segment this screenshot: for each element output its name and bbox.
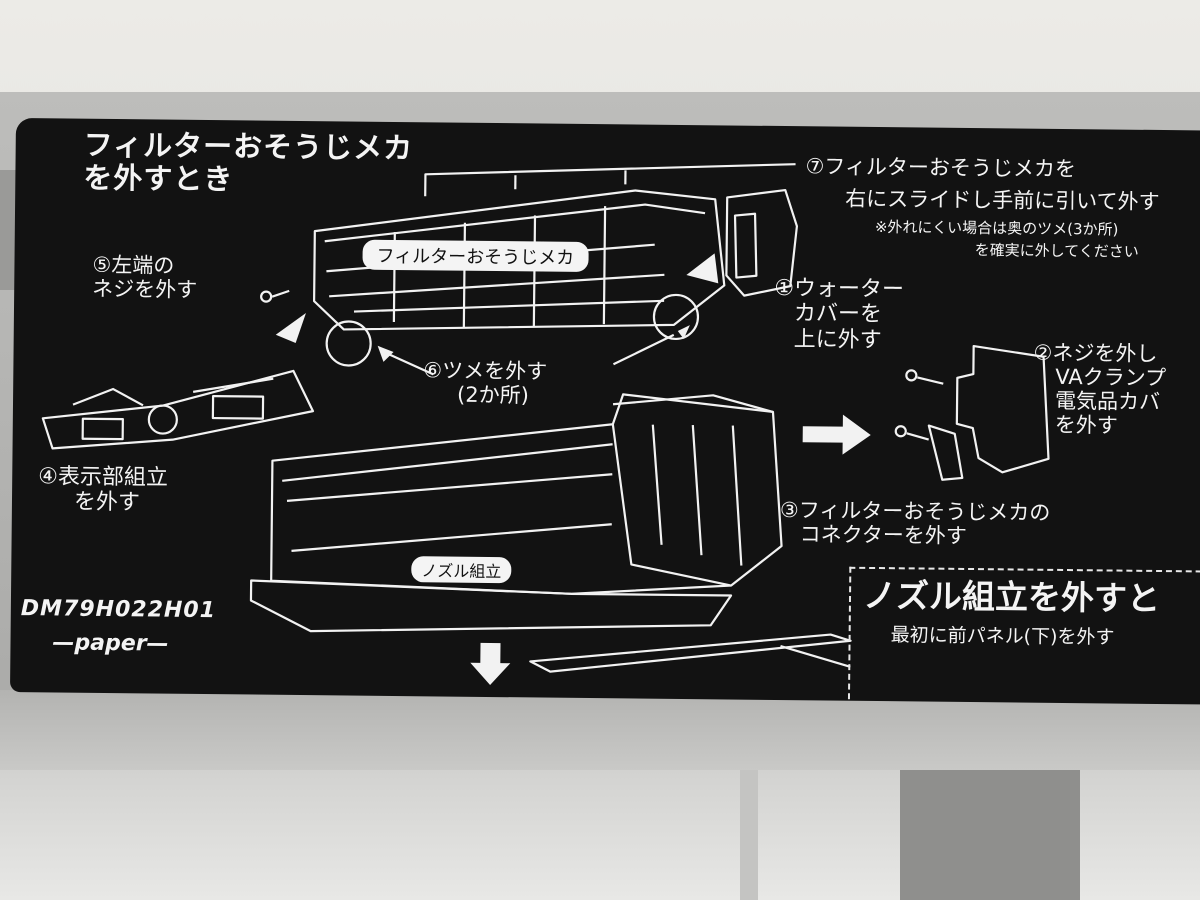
- step7-note: ※外れにくい場合は奥のツメ(3か所): [874, 218, 1119, 239]
- arrow-down: [470, 642, 511, 685]
- arrow-left-down: [275, 313, 306, 343]
- filter-mechanism-illustration: [312, 189, 726, 367]
- base-slot: [740, 770, 758, 900]
- instruction-diagram: [41, 163, 1050, 685]
- step7-text-2: 右にスライドし手前に引いて外す: [845, 186, 1160, 214]
- material-mark: —paper—: [52, 630, 169, 657]
- step6-text: ⑥ツメを外す(2か所): [423, 358, 548, 408]
- step4-text: ④表示部組立を外す: [38, 464, 169, 516]
- nozzle-section-sub: 最初に前パネル(下)を外す: [890, 624, 1115, 649]
- step5-text: ⑤左端のネジを外す: [92, 252, 198, 303]
- nozzle-bar-illustration: [529, 633, 852, 673]
- housing-lower-edge: [0, 690, 1200, 770]
- arrow-right: [802, 414, 871, 455]
- housing-base: [0, 770, 1200, 900]
- main-unit-illustration: [249, 393, 783, 633]
- step1-text: ①ウォーターカバーを上に外す: [774, 275, 905, 353]
- nozzle-tag: ノズル組立: [411, 556, 512, 584]
- water-cover-illustration: [725, 188, 799, 297]
- electrical-cover-illustration: [955, 344, 1050, 474]
- instruction-label: フィルターおそうじメカ を外すとき ⑦フィルターおそうじメカを 右にスライドし手…: [9, 118, 1200, 705]
- model-number: DM79H022H01: [20, 596, 217, 624]
- base-latch: [900, 770, 1080, 900]
- filter-mech-tag: フィルターおそうじメカ: [362, 239, 589, 272]
- step3-text: ③フィルターおそうじメカのコネクターを外す: [779, 498, 1051, 549]
- label-title: フィルターおそうじメカ を外すとき: [83, 127, 414, 197]
- step7-note-2: を確実に外してください: [974, 241, 1139, 261]
- step7-text: ⑦フィルターおそうじメカを: [805, 154, 1077, 182]
- display-assembly-illustration: [41, 369, 315, 450]
- nozzle-section-title: ノズル組立を外すと: [862, 575, 1161, 619]
